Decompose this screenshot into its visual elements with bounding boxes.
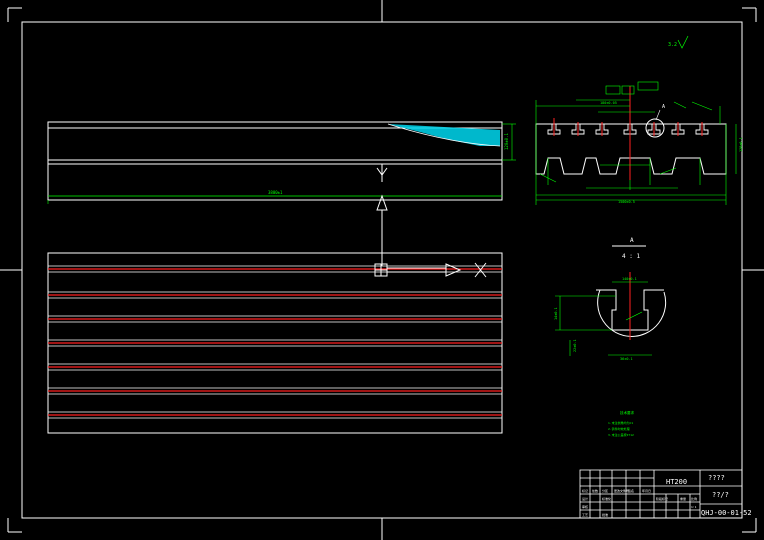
tb-designer: 设计 <box>582 496 588 501</box>
notes-title: 技术要求 <box>620 410 634 415</box>
detail-a-view: A 4 : 1 140±0.1 36±0.1 14±0.1 22±0.1 <box>554 237 667 361</box>
front-height-dim: 120±0.1 <box>504 133 509 150</box>
tb-weight: 重量 <box>680 496 686 501</box>
detail-bottom-dim: 36±0.1 <box>620 357 633 361</box>
tb-approve: 批准 <box>602 512 608 517</box>
tb-label-2: 分区 <box>602 488 608 493</box>
title-placeholder-top: ???? <box>708 474 725 482</box>
slot-pitch-dim: 180±0.05 <box>600 101 617 105</box>
title-placeholder-bottom: ??/? <box>712 491 729 499</box>
section-width-dim: 1500±0.5 <box>618 200 635 204</box>
view-arrow <box>376 194 388 266</box>
detail-scale: 4 : 1 <box>622 253 640 260</box>
title-block <box>579 469 743 519</box>
tb-stage: 阶段标记 <box>656 496 668 501</box>
roughness-note: 3.2 <box>668 42 677 48</box>
detail-slot-dim: 22±0.1 <box>573 339 577 352</box>
tb-standard: 标准化 <box>602 496 611 501</box>
tb-process: 工艺 <box>582 512 588 517</box>
section-hatch <box>388 124 500 146</box>
tb-scale-value: 1:1 <box>691 505 697 509</box>
tb-label-3: 更改文件号 <box>614 488 629 493</box>
technical-notes: 技术要求 1.未注倒角均为C1 2.铸件时效处理 3.未注公差按IT12 <box>608 410 634 437</box>
tb-label-0: 标记 <box>582 488 588 493</box>
material-label: HT200 <box>666 478 687 486</box>
tb-label-5: 年月日 <box>642 488 651 493</box>
detail-label: A <box>630 237 634 244</box>
tb-label-4: 签名 <box>628 488 634 493</box>
front-view: 3800±1 120±0.1 <box>47 121 516 204</box>
callout-a: A <box>662 104 665 110</box>
note-3: 3.未注公差按IT12 <box>608 432 634 437</box>
tb-scale-label: 比例 <box>691 496 697 501</box>
tb-label-1: 处数 <box>592 488 598 493</box>
note-1: 1.未注倒角均为C1 <box>608 420 633 425</box>
front-length-dim: 3800±1 <box>268 190 283 195</box>
drawing-number: QHJ-00-01-52 <box>701 509 752 517</box>
top-view <box>47 252 503 434</box>
detail-height-dim: 14±0.1 <box>554 307 558 320</box>
note-2: 2.铸件时效处理 <box>608 426 630 431</box>
detail-width-dim: 140±0.1 <box>622 277 637 281</box>
section-view: A <box>535 35 743 205</box>
tb-review: 审核 <box>582 504 588 509</box>
section-height-dim: 120±0.1 <box>739 137 743 152</box>
